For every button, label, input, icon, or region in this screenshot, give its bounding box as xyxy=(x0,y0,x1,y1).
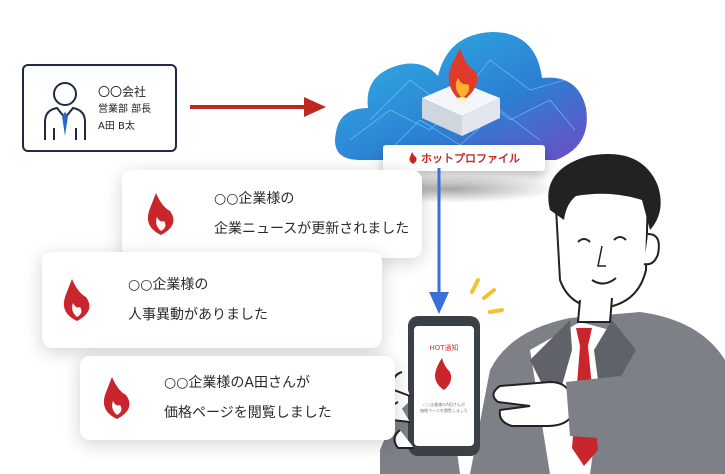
flame-icon xyxy=(409,152,417,164)
notification-line1: ○○企業様のA田さんが xyxy=(164,375,311,391)
flame-icon xyxy=(103,377,130,419)
businessman-illustration: HOT通知 ○○企業様のA田さんが 価格ページを閲覧しました xyxy=(380,154,725,474)
arrow-down-icon xyxy=(429,168,449,314)
person-icon xyxy=(44,82,86,140)
notification-text: ○○企業様の 企業ニュースが更新されました xyxy=(214,184,409,244)
notification-line1: ○○企業様の xyxy=(128,277,209,293)
notification-line2: 人事異動がありました xyxy=(128,307,268,323)
card-title: 営業部 部長 xyxy=(98,104,152,115)
notification-line1: ○○企業様の xyxy=(214,191,295,207)
notification-line2: 企業ニュースが更新されました xyxy=(214,221,410,237)
flame-icon xyxy=(147,193,174,235)
phone-title: HOT通知 xyxy=(429,343,458,352)
notification-card-1: ○○企業様の 企業ニュースが更新されました xyxy=(122,170,422,258)
product-logo: ホットプロファイル xyxy=(383,145,545,171)
notification-card-2: ○○企業様の 人事異動がありました xyxy=(42,252,382,348)
card-company: 〇〇会社 xyxy=(98,85,147,99)
notification-text: ○○企業様の 人事異動がありました xyxy=(128,270,268,330)
phone-body-line2: 価格ページを閲覧しました xyxy=(420,407,468,413)
notification-line2: 価格ページを閲覧しました xyxy=(164,405,332,421)
cloud-graphic xyxy=(335,32,587,160)
arrow-right-icon xyxy=(190,97,326,117)
product-logo-text: ホットプロファイル xyxy=(421,152,520,165)
flame-icon xyxy=(63,279,90,321)
business-card: 〇〇会社 営業部 部長 A田 B太 xyxy=(22,64,177,152)
notification-text: ○○企業様のA田さんが 価格ページを閲覧しました xyxy=(164,368,332,428)
card-name: A田 B太 xyxy=(98,121,135,132)
phone-body-line1: ○○企業様のA田さんが xyxy=(423,401,465,407)
card-text: 〇〇会社 営業部 部長 A田 B太 xyxy=(98,84,151,135)
notification-card-3: ○○企業様のA田さんが 価格ページを閲覧しました xyxy=(80,356,395,440)
